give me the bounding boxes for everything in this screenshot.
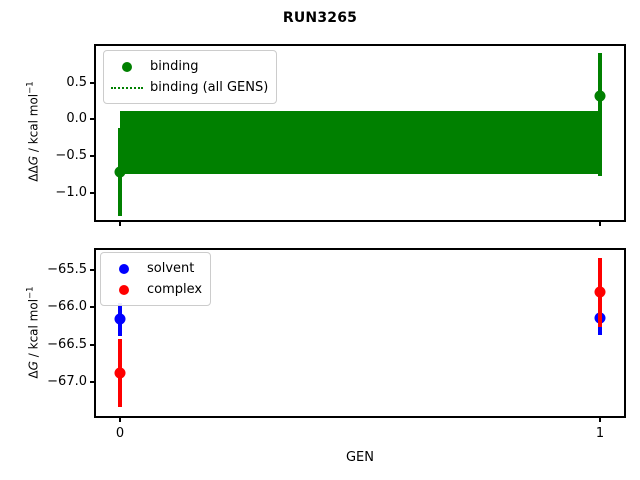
x-tick-label: 0 [115,426,125,441]
y-tick-label: −65.5 [47,261,87,277]
data-point-complex [114,367,126,379]
y-tick-mark [90,81,94,84]
legend-item-complex: complex [101,279,202,300]
ylabel-bottom-exponent: −1 [25,286,36,299]
legend-item-binding-all-gens: binding (all GENS) [104,77,268,98]
error-bar-binding [598,53,602,176]
legend-top: binding binding (all GENS) [103,50,278,104]
legend-label: binding (all GENS) [150,80,269,95]
y-tick-label: 0.5 [66,74,87,90]
y-tick-mark [90,191,94,194]
ylabel-top-prefix: ΔΔ [26,165,41,182]
y-tick-label: 0.0 [66,111,87,127]
x-tick-mark [119,418,121,422]
x-tick-mark [599,222,601,226]
legend-item-binding: binding [104,56,268,77]
y-axis-label-top: ΔΔG / kcal mol−1 [26,22,41,242]
binding-dot-marker-icon [122,61,132,72]
legend-label: solvent [147,261,195,276]
complex-dot-marker-icon [119,284,129,295]
data-point-binding [594,90,606,102]
ylabel-bottom-var: G [26,361,41,371]
y-tick-label: −1.0 [55,184,87,200]
y-tick-mark [90,381,94,384]
y-tick-mark [90,118,94,121]
x-tick-mark [599,418,601,422]
y-axis-label-bottom: ΔG / kcal mol−1 [26,223,41,443]
legend-bottom: solvent complex [100,252,212,306]
legend-item-solvent: solvent [101,258,202,279]
y-tick-mark [90,306,94,309]
data-point-solvent [114,313,126,325]
confidence-band [120,110,600,174]
y-tick-mark [90,155,94,158]
y-tick-label: −66.0 [47,299,87,315]
legend-label: complex [147,282,203,297]
dotted-line-marker-icon [111,86,143,89]
y-tick-label: −67.0 [47,374,87,390]
legend-label: binding [150,59,199,74]
plot-title: RUN3265 [282,10,358,26]
y-tick-label: −0.5 [55,148,87,164]
y-tick-label: −66.5 [47,336,87,352]
solvent-dot-marker-icon [119,263,129,274]
data-point-binding [114,166,126,178]
x-axis-label: GEN [345,450,374,465]
data-point-complex [594,286,606,298]
y-tick-mark [90,268,94,271]
x-tick-label: 1 [595,426,605,441]
y-tick-mark [90,343,94,346]
x-tick-mark [119,222,121,226]
